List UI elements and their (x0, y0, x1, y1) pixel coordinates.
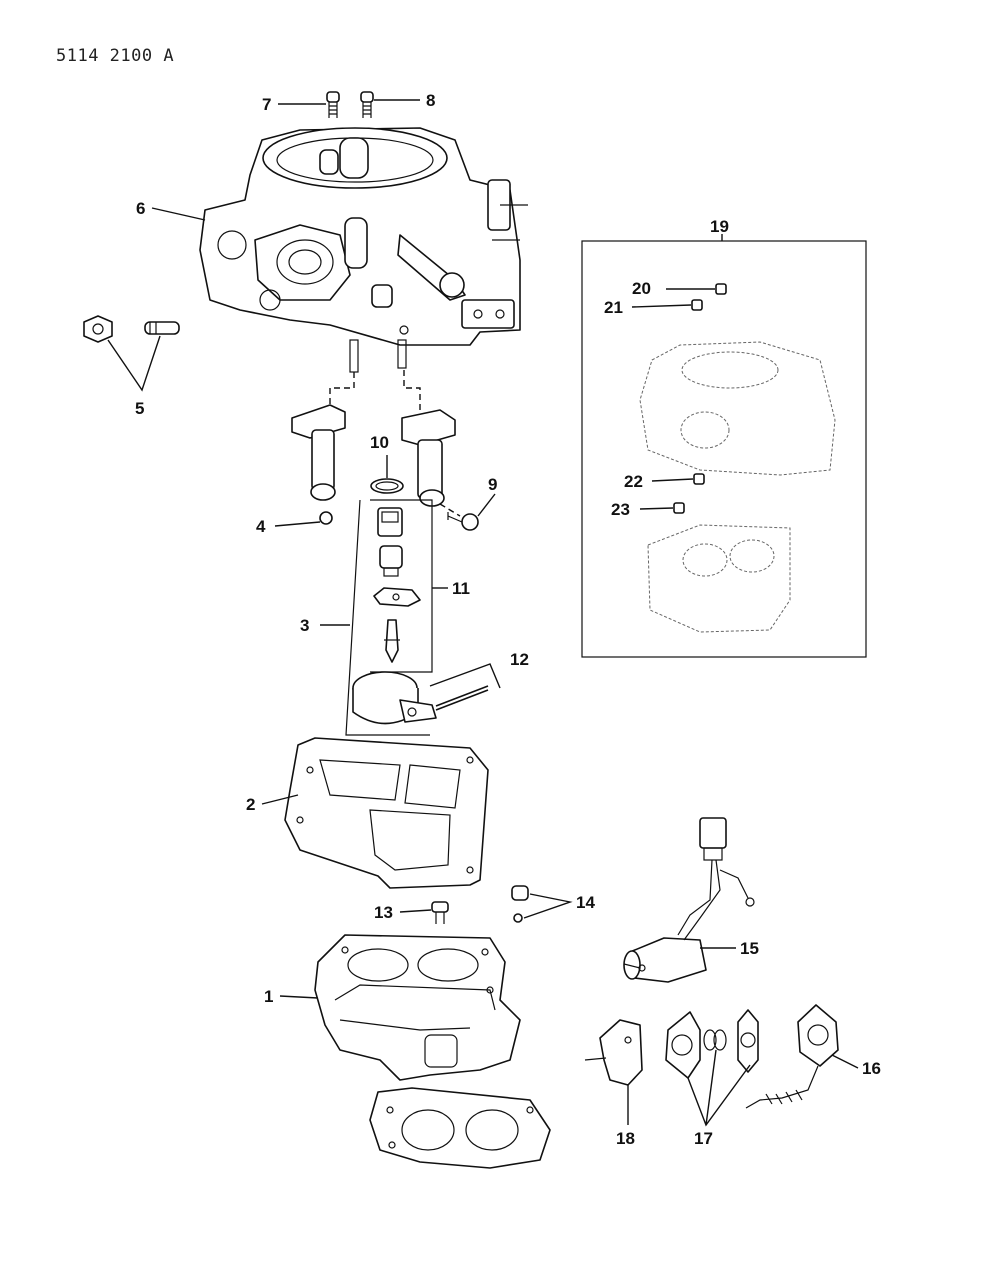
callout-17: 17 (694, 1129, 713, 1148)
part-20-jet (715, 283, 727, 295)
callout-2: 2 (246, 795, 255, 814)
leader-12 (429, 663, 501, 689)
callout-13: 13 (374, 903, 393, 922)
leader-5 (107, 335, 161, 392)
callout-11: 11 (452, 579, 470, 598)
part-11-seat (377, 507, 403, 537)
part-14-plug (511, 885, 529, 901)
callout-5: 5 (135, 399, 144, 418)
pump-link-right (401, 409, 456, 507)
callout-1: 1 (264, 987, 273, 1006)
leader-22 (651, 478, 694, 482)
part-11-retainer (373, 587, 421, 607)
part-22-jet (693, 473, 705, 485)
leader-23 (639, 507, 674, 510)
part-17-gasket (665, 1011, 701, 1079)
leader-16 (831, 1054, 859, 1069)
part-9-screw (447, 512, 479, 531)
callout-22: 22 (624, 472, 643, 491)
part-5-pin (144, 321, 180, 335)
part-19-ghost-upper-body (639, 341, 836, 476)
part-15-wire-harness (677, 817, 755, 941)
callout-12: 12 (510, 650, 529, 669)
part-8-screw (360, 91, 374, 118)
part-16-diaphragm-assembly (745, 1004, 839, 1109)
part-10-o-ring (370, 478, 404, 494)
leader-17 (687, 1049, 751, 1127)
part-19-ghost-lower-body (647, 524, 791, 633)
alignment-line-left (329, 372, 355, 404)
part-17-housing (737, 1009, 759, 1073)
part-15-solenoid (623, 937, 707, 983)
part-12-pins (435, 685, 489, 711)
part-3-kit-bracket (345, 499, 430, 736)
callout-4: 4 (256, 517, 266, 536)
callout-18: 18 (616, 1129, 635, 1148)
alignment-line-right (403, 370, 421, 410)
callout-6: 6 (136, 199, 145, 218)
callout-23: 23 (611, 500, 630, 519)
callout-10: 10 (370, 433, 389, 452)
part-13-screw (431, 901, 449, 924)
part-6-air-horn (199, 127, 528, 373)
base-gasket (369, 1087, 551, 1169)
part-11-valve (379, 545, 403, 577)
leader-13 (399, 909, 432, 913)
part-12-float (352, 671, 437, 725)
part-18-cover (584, 1019, 643, 1086)
part-5-clip (83, 315, 113, 343)
drawing-number: 5114 2100 A (56, 46, 175, 66)
leader-2 (261, 794, 299, 805)
part-11-needle (384, 619, 400, 663)
leader-6 (151, 207, 206, 221)
callout-3: 3 (300, 616, 309, 635)
part-2-gasket (284, 737, 489, 889)
callout-7: 7 (262, 95, 271, 114)
callout-20: 20 (632, 279, 651, 298)
callout-21: 21 (604, 298, 623, 317)
callout-14: 14 (576, 893, 595, 912)
part-11-kit-bracket (370, 499, 433, 673)
part-7-screw (326, 91, 340, 118)
part-4-pump-arm (291, 404, 346, 525)
part-21-jet (691, 299, 703, 311)
callout-15: 15 (740, 939, 759, 958)
alignment-line-9 (439, 503, 461, 517)
callout-8: 8 (426, 91, 435, 110)
part-14-ball (513, 913, 523, 923)
part-17-springs (703, 1029, 727, 1051)
leader-9 (477, 493, 496, 517)
part-19-kit-box (581, 240, 867, 658)
callout-19: 19 (710, 217, 729, 236)
leader-1 (279, 995, 319, 999)
part-1-main-body (314, 934, 521, 1081)
callout-9: 9 (488, 475, 497, 494)
leader-14 (523, 893, 573, 919)
leader-21 (631, 304, 692, 308)
callout-16: 16 (862, 1059, 881, 1078)
part-23-jet (673, 502, 685, 514)
leader-4 (274, 521, 321, 527)
